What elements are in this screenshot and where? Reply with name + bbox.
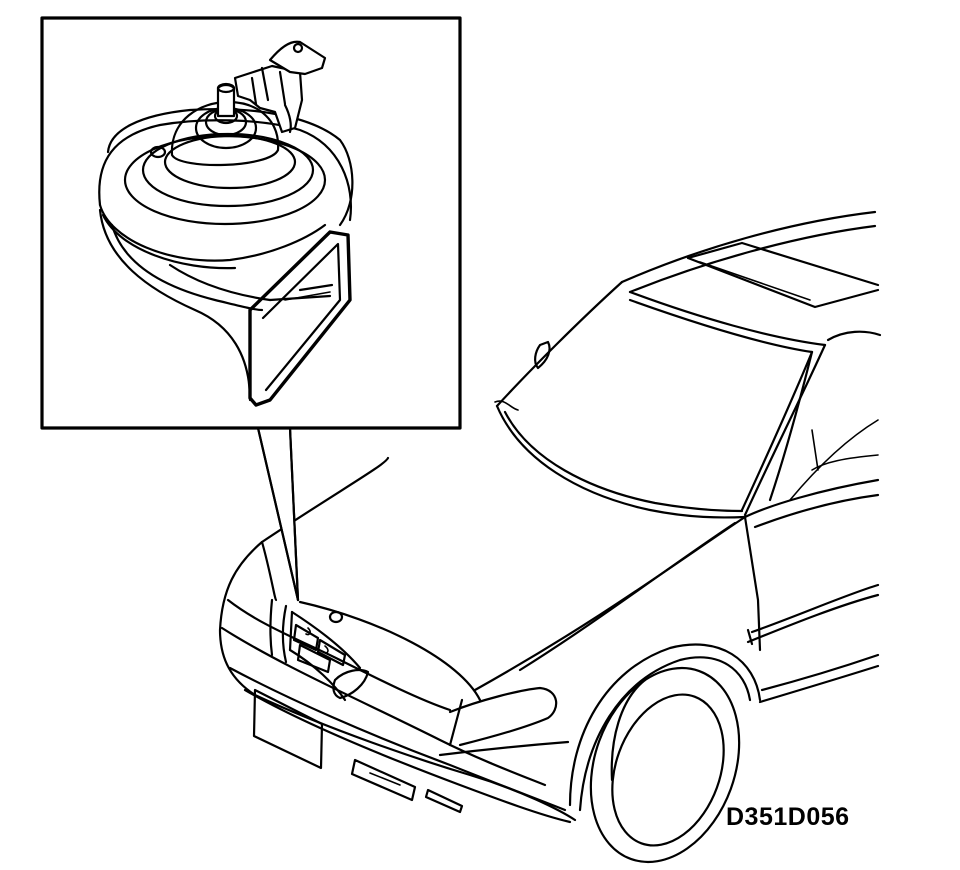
figure-code-label: D351D056 bbox=[726, 803, 850, 831]
horn-illustration bbox=[98, 40, 354, 407]
callout-pointer bbox=[256, 426, 300, 602]
car-illustration bbox=[218, 210, 882, 864]
horn-callout-box bbox=[40, 16, 462, 430]
